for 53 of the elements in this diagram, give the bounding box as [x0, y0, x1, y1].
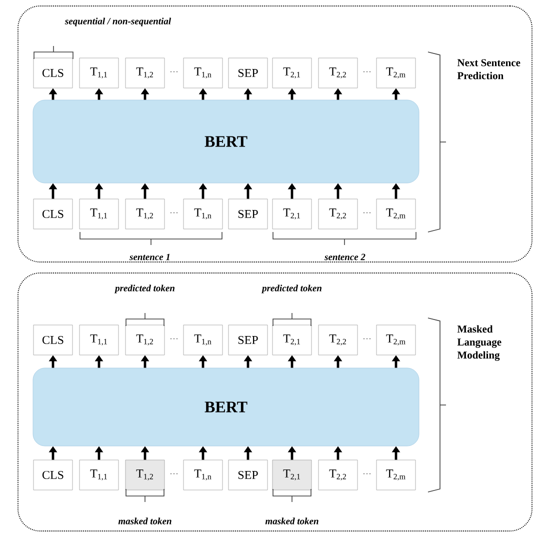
token-box: T$_{2,1}$ — [272, 324, 312, 356]
task-title: Next Sentence Prediction — [457, 59, 520, 80]
bracket-label: sentence 1 — [130, 254, 170, 260]
token-box: T$_{2,m}$ — [376, 324, 416, 356]
token-box: T$_{2,m}$ — [376, 58, 416, 88]
token-box: SEP — [228, 198, 268, 230]
task-title: Masked Language Modeling — [457, 325, 502, 361]
ellipsis: ··· — [170, 212, 178, 214]
token-box: T$_{2,2}$ — [318, 460, 358, 490]
token-box: T$_{2,m}$ — [376, 198, 416, 230]
token-box: T$_{1,2}$ — [125, 324, 165, 356]
ellipsis: ··· — [363, 71, 371, 72]
model-block: BERT — [32, 100, 420, 184]
token-box: T$_{1,2}$ — [125, 460, 165, 490]
token-box: T$_{1,n}$ — [183, 324, 223, 356]
token-box: T$_{2,2}$ — [318, 58, 358, 88]
bracket-label: masked token — [118, 518, 172, 524]
token-box: T$_{1,1}$ — [79, 324, 119, 356]
token-box: T$_{1,n}$ — [183, 460, 223, 490]
token-box: T$_{1,2}$ — [125, 58, 165, 88]
token-box: CLS — [33, 198, 73, 230]
token-box: T$_{2,1}$ — [272, 460, 312, 490]
bracket-label: predicted token — [261, 284, 322, 294]
token-box: CLS — [33, 58, 73, 88]
ellipsis: ··· — [363, 473, 371, 474]
ellipsis: ··· — [170, 71, 178, 72]
token-box: T$_{2,2}$ — [318, 198, 358, 230]
panel — [18, 6, 532, 262]
token-box: T$_{1,1}$ — [79, 198, 119, 230]
bracket-label: predicted token — [114, 284, 174, 294]
ellipsis: ··· — [363, 338, 371, 340]
bracket-label: sentence 2 — [324, 254, 366, 260]
token-box: T$_{1,n}$ — [183, 58, 223, 88]
ellipsis: ··· — [170, 338, 178, 340]
panel — [18, 272, 532, 532]
bracket-label: masked token — [265, 518, 318, 524]
token-box: SEP — [228, 460, 268, 490]
token-box: T$_{2,m}$ — [376, 460, 416, 490]
token-box: SEP — [228, 324, 268, 356]
token-box: CLS — [33, 460, 73, 490]
ellipsis: ··· — [363, 212, 371, 214]
token-box: T$_{2,2}$ — [318, 324, 358, 356]
model-block: BERT — [32, 368, 420, 446]
token-box: T$_{2,1}$ — [272, 58, 312, 88]
token-box: T$_{2,1}$ — [272, 198, 312, 230]
token-box: CLS — [33, 324, 73, 356]
token-box: SEP — [228, 58, 268, 88]
token-box: T$_{1,n}$ — [183, 198, 223, 230]
token-box: T$_{1,1}$ — [79, 58, 119, 88]
bracket-label: sequential / non-sequential — [64, 18, 172, 26]
token-box: T$_{1,2}$ — [125, 198, 165, 230]
ellipsis: ··· — [170, 473, 178, 474]
token-box: T$_{1,1}$ — [79, 460, 119, 490]
